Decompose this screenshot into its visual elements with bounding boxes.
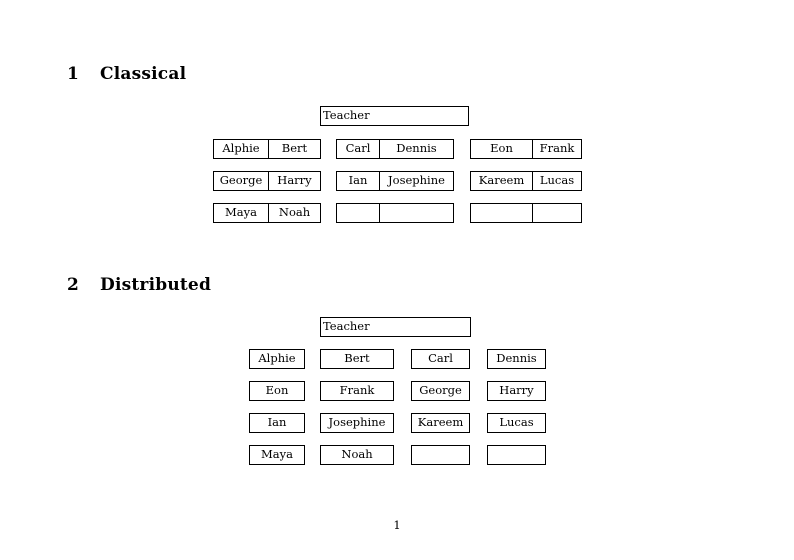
student-cell: Eon — [265, 383, 289, 398]
teacher-label: Teacher — [323, 319, 370, 334]
student-cell: Harry — [499, 383, 534, 398]
student-cell: Dennis — [379, 140, 453, 158]
student-cell: Alphie — [258, 351, 296, 366]
student-box: Lucas — [487, 413, 546, 433]
teacher-label: Teacher — [323, 108, 370, 123]
student-cell: Noah — [268, 204, 320, 222]
student-cell: Harry — [268, 172, 320, 190]
student-pair-box: Alphie Bert — [213, 139, 321, 159]
student-cell: Dennis — [496, 351, 537, 366]
student-cell: Bert — [268, 140, 320, 158]
student-cell-empty — [532, 204, 581, 222]
student-cell-empty — [471, 204, 532, 222]
student-cell: Kareem — [417, 415, 464, 430]
student-pair-box: Kareem Lucas — [470, 171, 582, 191]
student-cell: Frank — [532, 140, 581, 158]
student-cell-empty — [488, 446, 545, 464]
student-pair-box-empty — [470, 203, 582, 223]
student-box-empty — [411, 445, 470, 465]
student-cell-empty — [412, 446, 469, 464]
section-number: 1 — [67, 64, 80, 84]
student-box: Noah — [320, 445, 394, 465]
student-box: Frank — [320, 381, 394, 401]
student-cell: Frank — [339, 383, 375, 398]
student-box: Alphie — [249, 349, 305, 369]
teacher-box-distributed: Teacher — [320, 317, 471, 337]
student-box: Eon — [249, 381, 305, 401]
student-cell: Josephine — [328, 415, 386, 430]
student-cell: Maya — [225, 205, 257, 220]
section-heading-classical: 1 Classical — [67, 66, 186, 83]
student-cell-empty — [379, 204, 453, 222]
student-box-empty — [487, 445, 546, 465]
student-pair-box: Ian Josephine — [336, 171, 454, 191]
student-box: Carl — [411, 349, 470, 369]
student-cell: Alphie — [222, 141, 260, 156]
student-box: Dennis — [487, 349, 546, 369]
student-box: Harry — [487, 381, 546, 401]
student-box: Josephine — [320, 413, 394, 433]
page-number: 1 — [393, 518, 401, 532]
student-pair-box: Maya Noah — [213, 203, 321, 223]
section-heading-distributed: 2 Distributed — [67, 277, 211, 294]
student-cell: Carl — [345, 141, 371, 156]
student-box: Kareem — [411, 413, 470, 433]
student-pair-box: George Harry — [213, 171, 321, 191]
student-box: George — [411, 381, 470, 401]
teacher-box-classical: Teacher — [320, 106, 469, 126]
student-cell: Eon — [490, 141, 513, 156]
student-pair-box-empty — [336, 203, 454, 223]
student-cell: Noah — [341, 447, 373, 462]
student-cell: Ian — [267, 415, 287, 430]
student-cell-empty — [337, 204, 379, 222]
student-cell: Maya — [261, 447, 293, 462]
student-box: Ian — [249, 413, 305, 433]
section-title: Classical — [100, 64, 187, 84]
student-cell: Bert — [344, 351, 370, 366]
student-cell: Lucas — [499, 415, 534, 430]
student-cell: George — [219, 173, 263, 188]
student-box: Bert — [320, 349, 394, 369]
section-title: Distributed — [100, 275, 212, 295]
student-cell: Lucas — [532, 172, 581, 190]
student-cell: Ian — [348, 173, 368, 188]
student-cell: Josephine — [379, 172, 453, 190]
student-cell: Kareem — [478, 173, 525, 188]
student-cell: George — [419, 383, 462, 398]
section-number: 2 — [67, 275, 80, 295]
student-pair-box: Carl Dennis — [336, 139, 454, 159]
student-pair-box: Eon Frank — [470, 139, 582, 159]
student-box: Maya — [249, 445, 305, 465]
student-cell: Carl — [428, 351, 453, 366]
